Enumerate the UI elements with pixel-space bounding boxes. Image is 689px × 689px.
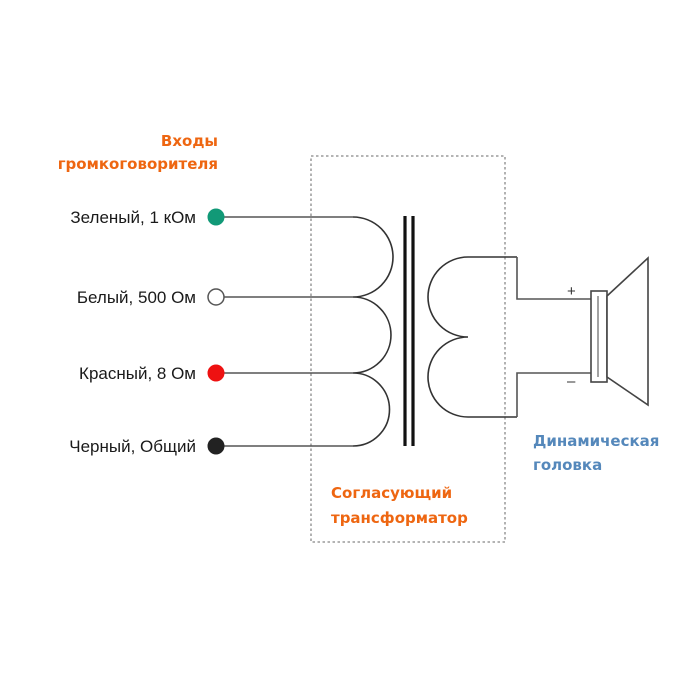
input-terminal-dot [207, 208, 225, 226]
wire-speaker-plus [516, 257, 591, 300]
polarity-plus: + [567, 283, 576, 300]
primary-coil [352, 216, 394, 447]
inputs-title-line1: Входы [161, 132, 218, 150]
wire-speaker-minus [516, 372, 591, 417]
input-label: Черный, Общий [69, 437, 196, 456]
input-label: Красный, 8 Ом [79, 364, 196, 383]
speaker-label-line1: Динамическая [533, 432, 659, 450]
input-terminal-dot [207, 288, 225, 306]
inputs-title-line2: громкоговорителя [58, 155, 218, 173]
transformer-label-line2: трансформатор [331, 509, 468, 527]
polarity-minus: – [567, 373, 576, 390]
transformer-enclosure [310, 155, 506, 543]
input-label: Зеленый, 1 кОм [70, 208, 196, 227]
speaker-label-line2: головка [533, 456, 602, 474]
input-terminal-dot [207, 437, 225, 455]
transformer-label-line1: Согласующий [331, 484, 452, 502]
speaker-icon [590, 256, 649, 407]
input-label: Белый, 500 Ом [77, 288, 196, 307]
secondary-coil [427, 256, 517, 418]
input-terminal-dot [207, 364, 225, 382]
